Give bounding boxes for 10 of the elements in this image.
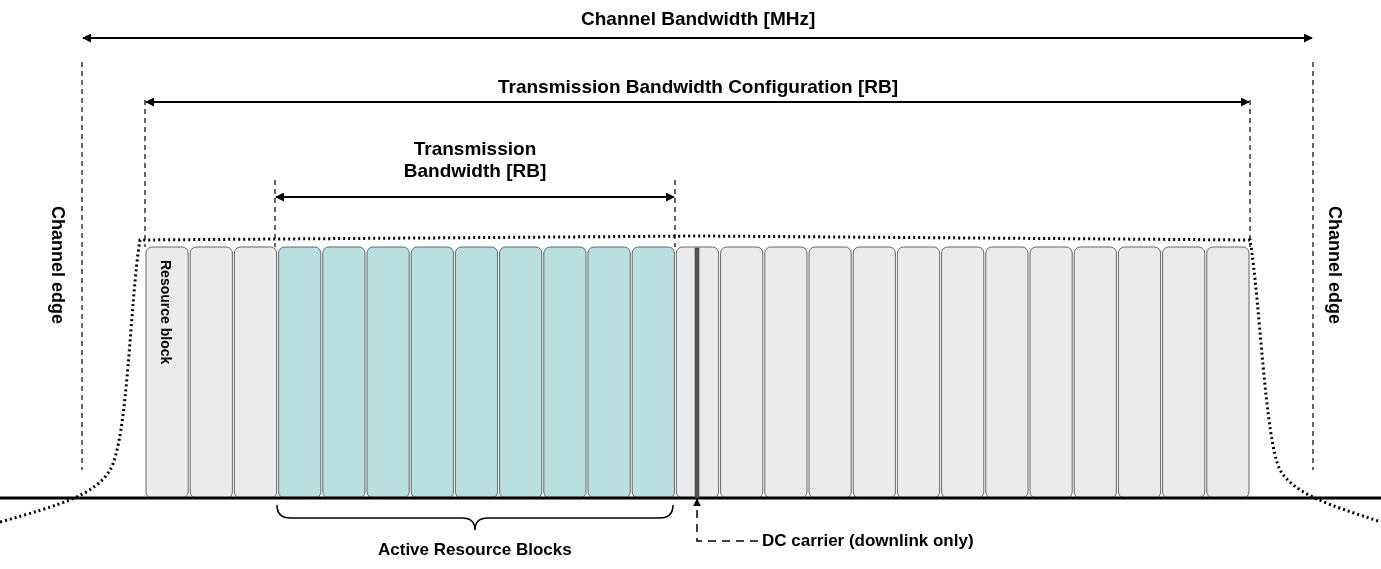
- resource-block-label: Resource block: [158, 260, 175, 365]
- dimension-label: Transmission Bandwidth [RB]: [402, 138, 548, 182]
- bracket-label: Active Resource Blocks: [378, 540, 572, 560]
- channel-edge-label: Channel edge: [47, 206, 69, 325]
- dimension-label: Channel Bandwidth [MHz]: [581, 8, 816, 30]
- dc-carrier-bar: [694, 247, 700, 499]
- leader-line: [693, 498, 759, 542]
- channel-edge-label: Channel edge: [1324, 206, 1346, 325]
- dimension-label: Transmission Bandwidth Configuration [RB]: [498, 76, 899, 98]
- dc-carrier-label: DC carrier (downlink only): [762, 531, 974, 551]
